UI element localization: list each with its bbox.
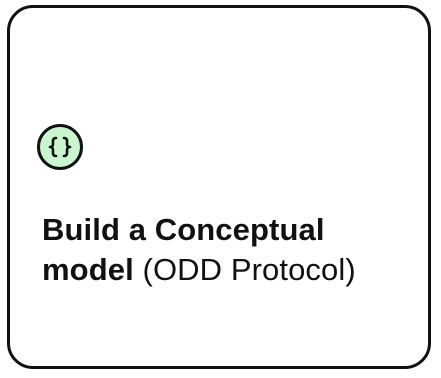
concept-card[interactable]: Build a Conceptual model (ODD Protocol) — [7, 5, 431, 369]
card-title: Build a Conceptual model (ODD Protocol) — [42, 210, 422, 290]
card-title-bold: Build a Conceptual model — [42, 212, 325, 287]
card-title-regular: (ODD Protocol) — [142, 252, 356, 287]
curly-braces-icon — [37, 124, 83, 170]
